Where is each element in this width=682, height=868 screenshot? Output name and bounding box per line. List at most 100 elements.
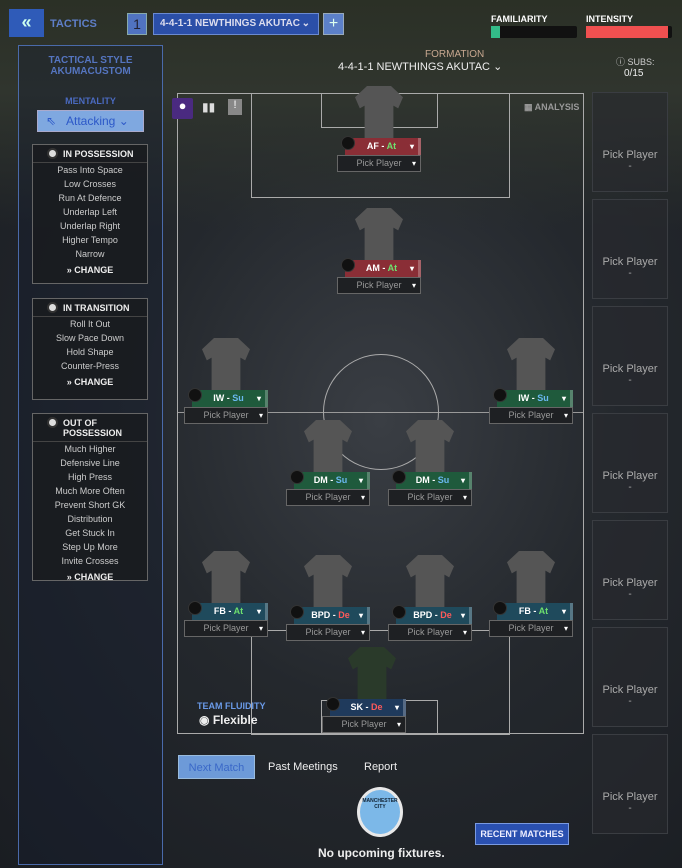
tab-report[interactable]: Report (364, 761, 398, 773)
back-button[interactable]: « (9, 9, 44, 37)
transition-icon (47, 302, 58, 313)
player-slot-fb: FB - AtPick Player (184, 601, 268, 637)
role-select[interactable]: BPD - De (392, 605, 472, 624)
substitute-slot[interactable]: Pick Player- (592, 92, 668, 192)
tactic-slot-button[interactable]: 1 (127, 13, 147, 35)
role-indicator-icon (392, 605, 406, 619)
sub-label: Pick Player (602, 363, 658, 375)
substitute-slot[interactable]: Pick Player- (592, 734, 668, 834)
pick-player-select[interactable]: Pick Player (286, 624, 370, 641)
role-select[interactable]: IW - Su (493, 388, 573, 407)
role-select[interactable]: DM - Su (290, 470, 370, 489)
role-select[interactable]: IW - Su (188, 388, 268, 407)
sub-value: - (628, 482, 632, 493)
intensity-bar[interactable] (586, 26, 672, 38)
out-of-possession-instruction: Get Stuck In (65, 528, 115, 538)
in-transition-instruction: Roll It Out (69, 319, 110, 329)
role-select[interactable]: AF - At (341, 136, 421, 155)
pick-player-select[interactable]: Pick Player (388, 624, 472, 641)
alert-view-icon[interactable]: ! (228, 99, 242, 115)
formation-value: 4-4-1-1 NEWTHINGS AKUTAC (338, 61, 490, 73)
player-slot-sk: SK - DePick Player (322, 697, 406, 733)
tab-past-meetings[interactable]: Past Meetings (268, 761, 338, 773)
in-possession-change-button[interactable]: » CHANGE (66, 265, 114, 275)
role-select[interactable]: DM - Su (392, 470, 472, 489)
sub-label: Pick Player (602, 149, 658, 161)
club-badge: MANCHESTER CITY (357, 787, 403, 837)
in-transition-change-button[interactable]: » CHANGE (66, 377, 114, 387)
role-indicator-icon (290, 605, 304, 619)
substitute-slot[interactable]: Pick Player- (592, 627, 668, 727)
role-select[interactable]: BPD - De (290, 605, 370, 624)
role-indicator-icon (188, 388, 202, 402)
analysis-button[interactable]: ▦ ANALYSIS (524, 102, 580, 112)
sub-label: Pick Player (602, 470, 658, 482)
in-possession-instruction: Low Crosses (63, 179, 117, 189)
out-of-possession-title: OUT OF POSSESSION (33, 414, 147, 442)
in-transition-title: IN TRANSITION (33, 299, 147, 317)
formation-select[interactable]: 4-4-1-1 NEWTHINGS AKUTAC ⌄ (338, 60, 502, 73)
mentality-select[interactable]: ⇖Attacking ⌄ (37, 110, 144, 132)
player-slot-iw: IW - SuPick Player (489, 388, 573, 424)
player-slot-iw: IW - SuPick Player (184, 388, 268, 424)
tactic-select[interactable]: 4-4-1-1 NEWTHINGS AKUTAC⌄ (153, 13, 319, 35)
ball-icon (47, 417, 58, 428)
stats-view-icon[interactable]: ▮▮ (202, 100, 216, 114)
player-slot-bpd: BPD - DePick Player (388, 605, 472, 641)
role-indicator-icon (493, 601, 507, 615)
subs-label: ⓘ SUBS: (616, 57, 655, 67)
sub-value: - (628, 803, 632, 814)
substitute-slot[interactable]: Pick Player- (592, 520, 668, 620)
team-fluidity-value: ◉ Flexible (199, 713, 258, 727)
out-of-possession-instruction: Invite Crosses (61, 556, 119, 566)
substitute-slot[interactable]: Pick Player- (592, 413, 668, 513)
role-select[interactable]: AM - At (341, 258, 421, 277)
sub-value: - (628, 589, 632, 600)
role-indicator-icon (326, 697, 340, 711)
in-possession-instruction: Underlap Right (59, 221, 121, 231)
tab-next-match[interactable]: Next Match (178, 755, 255, 779)
sub-value: - (628, 696, 632, 707)
pick-player-select[interactable]: Pick Player (337, 155, 421, 172)
pick-player-select[interactable]: Pick Player (322, 716, 406, 733)
chevron-down-icon: ⌄ (493, 61, 503, 73)
pick-player-select[interactable]: Pick Player (388, 489, 472, 506)
substitute-slot[interactable]: Pick Player- (592, 306, 668, 406)
pick-player-select[interactable]: Pick Player (286, 489, 370, 506)
in-possession-instruction: Higher Tempo (62, 235, 118, 245)
out-of-possession-instruction: Defensive Line (60, 458, 120, 468)
add-tactic-button[interactable]: + (323, 13, 344, 35)
out-of-possession-instruction: Much Higher (64, 444, 116, 454)
role-indicator-icon (493, 388, 507, 402)
tactics-label: TACTICS (50, 18, 97, 30)
role-select[interactable]: FB - At (493, 601, 573, 620)
in-transition-instruction: Counter-Press (60, 361, 120, 371)
in-transition-instruction: Slow Pace Down (55, 333, 125, 343)
in-possession-instruction: Narrow (75, 249, 105, 259)
pick-player-select[interactable]: Pick Player (337, 277, 421, 294)
substitute-slot[interactable]: Pick Player- (592, 199, 668, 299)
role-indicator-icon (188, 601, 202, 615)
role-select[interactable]: SK - De (326, 697, 406, 716)
pick-player-select[interactable]: Pick Player (184, 620, 268, 637)
recent-matches-button[interactable]: RECENT MATCHES (475, 823, 569, 845)
pick-player-select[interactable]: Pick Player (184, 407, 268, 424)
pick-player-select[interactable]: Pick Player (489, 620, 573, 637)
in-possession-title: IN POSSESSION (33, 145, 147, 163)
formation-label: FORMATION (425, 49, 485, 60)
familiarity-bar[interactable] (491, 26, 577, 38)
player-slot-fb: FB - AtPick Player (489, 601, 573, 637)
team-fluidity-label: TEAM FLUIDITY (197, 701, 266, 711)
in-possession-instruction: Underlap Left (62, 207, 118, 217)
player-view-icon[interactable]: ● (172, 98, 193, 119)
pick-player-select[interactable]: Pick Player (489, 407, 573, 424)
role-select[interactable]: FB - At (188, 601, 268, 620)
player-slot-am: AM - AtPick Player (337, 258, 421, 294)
out-of-possession-change-button[interactable]: » CHANGE (66, 572, 114, 582)
sub-value: - (628, 268, 632, 279)
subs-count: 0/15 (624, 68, 644, 79)
in-transition-instruction: Hold Shape (66, 347, 114, 357)
